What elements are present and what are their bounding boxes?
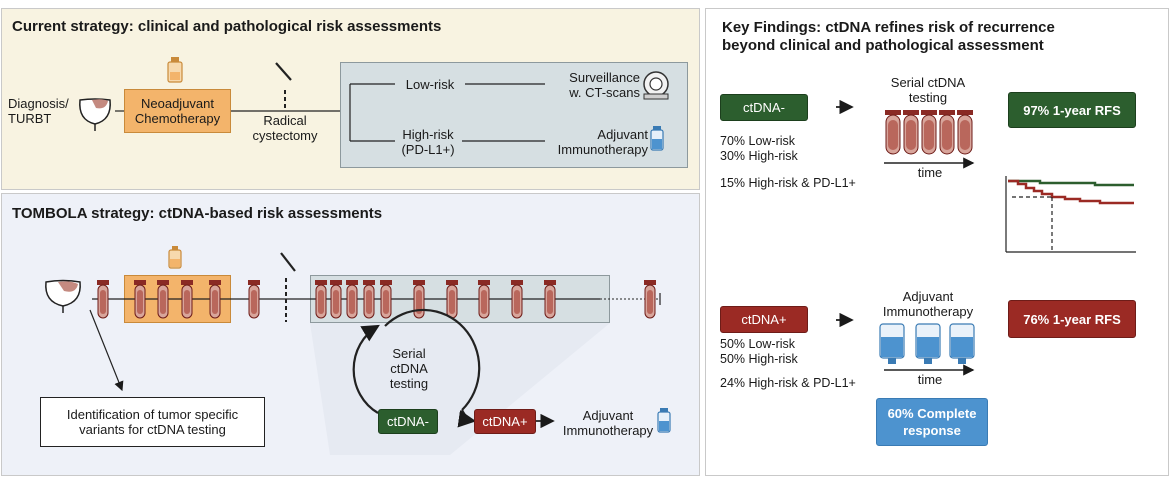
chemo-bag-icon bbox=[167, 57, 183, 83]
tombola-tubes bbox=[97, 280, 656, 319]
serial-testing-label: Serial ctDNA testing bbox=[389, 346, 429, 391]
identification-label: Identification of tumor specific variant… bbox=[66, 407, 239, 437]
rfs-76-badge: 76% 1-year RFS bbox=[1008, 300, 1136, 338]
cystectomy-label: Radical cystectomy bbox=[252, 113, 318, 143]
ctdna-negative-stats: 70% Low-risk 30% High-risk bbox=[720, 134, 798, 163]
adjuvant-label: Adjuvant Immunotherapy bbox=[557, 127, 648, 157]
scalpel-icon bbox=[275, 62, 292, 81]
tombola-adjuvant-label: Adjuvant Immunotherapy bbox=[562, 408, 654, 438]
blood-tube-icon bbox=[134, 280, 146, 319]
cycle-arrow-right bbox=[384, 308, 481, 411]
serial-ctdna-label: Serial ctDNA testing bbox=[890, 75, 966, 105]
findings-tubes bbox=[885, 110, 973, 155]
blood-tube-icon bbox=[939, 110, 955, 155]
cycle-arrow-left bbox=[352, 324, 380, 414]
neoadjuvant-label: Neoadjuvant Chemotherapy bbox=[134, 96, 221, 126]
neoadjuvant-box bbox=[124, 89, 231, 133]
blood-tube-icon bbox=[544, 280, 556, 319]
blood-tube-icon bbox=[903, 110, 919, 155]
tombola-chemo-bag-icon bbox=[168, 246, 182, 269]
ctdna-negative-badge: ctDNA- bbox=[720, 94, 808, 121]
ctdna-positive-pdl1: 24% High-risk & PD-L1+ bbox=[720, 376, 856, 390]
blood-tube-icon bbox=[413, 280, 425, 319]
tombola-scalpel-icon bbox=[280, 252, 296, 272]
key-findings-panel bbox=[705, 8, 1169, 476]
blood-tube-icon bbox=[511, 280, 523, 319]
blood-tube-icon bbox=[363, 280, 375, 319]
risk-branch-box bbox=[340, 62, 688, 168]
blood-tube-icon bbox=[346, 280, 358, 319]
high-risk-label: High-risk (PD-L1+) bbox=[401, 127, 455, 157]
time-label-bottom: time bbox=[917, 372, 943, 387]
blood-tube-icon bbox=[157, 280, 169, 319]
identification-box bbox=[40, 397, 265, 447]
blood-tube-icon bbox=[380, 280, 392, 319]
tombola-bladder-icon bbox=[45, 279, 81, 313]
tombola-ctdna-positive-badge: ctDNA+ bbox=[474, 409, 536, 434]
tombola-ctdna-negative-badge: ctDNA- bbox=[378, 409, 438, 434]
survival-curve-plot bbox=[1005, 176, 1136, 253]
blood-tube-icon bbox=[248, 280, 260, 319]
blood-tube-icon bbox=[446, 280, 458, 319]
findings-iv-bags bbox=[879, 323, 975, 364]
low-risk-label: Low-risk bbox=[405, 77, 455, 92]
blood-tube-icon bbox=[209, 280, 221, 319]
blood-tube-icon bbox=[330, 280, 342, 319]
ct-scanner-icon bbox=[643, 71, 669, 100]
ctdna-positive-stats: 50% Low-risk 50% High-risk bbox=[720, 337, 798, 366]
blood-tube-icon bbox=[97, 280, 109, 319]
iv-bag-icon bbox=[949, 323, 975, 364]
surveillance-label: Surveillance w. CT-scans bbox=[569, 70, 640, 100]
ctdna-negative-pdl1: 15% High-risk & PD-L1+ bbox=[720, 176, 856, 190]
iv-bag-icon bbox=[879, 323, 905, 364]
blood-tube-icon bbox=[644, 280, 656, 319]
blood-tube-icon bbox=[921, 110, 937, 155]
time-label-top: time bbox=[917, 165, 943, 180]
blood-tube-icon bbox=[885, 110, 901, 155]
blood-tube-icon bbox=[478, 280, 490, 319]
iv-bag-icon bbox=[915, 323, 941, 364]
tombola-strategy-title: TOMBOLA strategy: ctDNA-based risk asses… bbox=[12, 205, 383, 222]
bladder-icon bbox=[79, 98, 111, 131]
iv-bag-icon bbox=[650, 126, 664, 151]
current-strategy-title: Current strategy: clinical and pathologi… bbox=[12, 18, 442, 35]
ctdna-positive-badge: ctDNA+ bbox=[720, 306, 808, 333]
blood-tube-icon bbox=[957, 110, 973, 155]
tombola-iv-bag-icon bbox=[657, 408, 671, 433]
findings-adjuvant-label: Adjuvant Immunotherapy bbox=[882, 289, 974, 319]
blood-tube-icon bbox=[315, 280, 327, 319]
blood-tube-icon bbox=[181, 280, 193, 319]
complete-response-badge: 60% Complete response bbox=[876, 398, 988, 446]
rfs-97-badge: 97% 1-year RFS bbox=[1008, 92, 1136, 128]
key-findings-title: Key Findings: ctDNA refines risk of recu… bbox=[722, 19, 1055, 54]
diagnosis-label: Diagnosis/ TURBT bbox=[8, 96, 69, 126]
